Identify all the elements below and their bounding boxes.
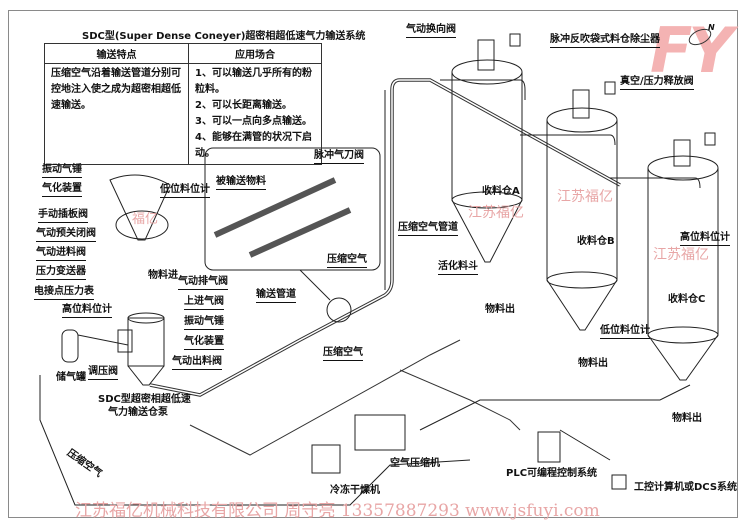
label-material-out-a: 物料出 bbox=[485, 304, 515, 315]
conveying-pipe-inner bbox=[149, 79, 621, 396]
label-conveying-pipe: 输送管道 bbox=[256, 289, 296, 303]
label-compressed-air: 压缩空气 bbox=[323, 347, 363, 361]
air-loop bbox=[39, 334, 471, 506]
label-pneumatic-feed-valve: 气动进料阀 bbox=[36, 247, 86, 261]
spec-col-features: 输送特点 bbox=[43, 43, 190, 64]
spec-table: 输送特点 应用场合 压缩空气沿着输送管道分别可控地注入使之成为超密相超低速输送。… bbox=[43, 43, 322, 165]
spec-features-text: 压缩空气沿着输送管道分别可控地注入使之成为超密相超低速输送。 bbox=[43, 63, 190, 165]
application-item: 4、能够在满管的状况下启动。 bbox=[195, 132, 312, 159]
label-silo-high-level-meter: 高位料位计 bbox=[680, 232, 730, 246]
label-pneumatic-shutoff: 气动预关闭阀 bbox=[36, 228, 96, 242]
label-low-level-meter: 低位料位计 bbox=[160, 184, 210, 198]
label-manual-gate-valve: 手动插板阀 bbox=[38, 209, 88, 223]
label-aeration-device: 气化装置 bbox=[42, 183, 82, 197]
label-material-out-c: 物料出 bbox=[672, 413, 702, 424]
label-silo-low-level-meter: 低位料位计 bbox=[600, 325, 650, 339]
spec-title: SDC型(Super Dense Coneyer)超密相超低速气力输送系统 bbox=[82, 31, 366, 42]
label-high-level-meter: 高位料位计 bbox=[62, 304, 112, 318]
signal-arrow bbox=[419, 384, 691, 431]
label-upper-air-valve: 上进气阀 bbox=[184, 296, 224, 310]
label-dust-collector: 脉冲反吹袋式料仓除尘器 bbox=[550, 34, 660, 48]
label-dryer: 冷冻干燥机 bbox=[330, 485, 380, 496]
label-pressure-transmitter: 压力变送器 bbox=[36, 266, 86, 280]
dcs-drawing bbox=[611, 474, 627, 490]
watermark-silo-c: 江苏福亿 bbox=[653, 247, 709, 263]
spec-applications: 1、可以输送几乎所有的粉粒料。 2、可以长距离输送。 3、可以一点向多点输送。 … bbox=[188, 63, 322, 165]
dryer-drawing bbox=[311, 444, 341, 474]
spec-col-applications: 应用场合 bbox=[188, 43, 322, 64]
label-pump-name-line2: 气力输送仓泵 bbox=[108, 407, 168, 418]
watermark-footer: 江苏福亿机械科技有限公司 周守亮 13357887293 www.jsfuyi.… bbox=[75, 501, 600, 521]
label-silo-c: 收料仓C bbox=[668, 294, 706, 305]
watermark-silo-a: 江苏福亿 bbox=[468, 205, 524, 221]
silo-c-drawing bbox=[647, 132, 719, 381]
brand-logo: FY bbox=[650, 14, 733, 87]
label-inset-compressed-air: 压缩空气 bbox=[327, 254, 367, 268]
compass-north-label: N bbox=[708, 23, 715, 32]
label-pulse-valve: 脉冲气刀阀 bbox=[314, 150, 364, 164]
label-vibrator-hammer-2: 振动气锤 bbox=[184, 316, 224, 330]
branch-pipe-a bbox=[440, 79, 526, 100]
pump-vessel-drawing bbox=[117, 312, 165, 386]
label-compressed-air-pipe: 压缩空气管道 bbox=[398, 222, 458, 236]
inset-box bbox=[204, 147, 381, 271]
label-inset-material: 被输送物料 bbox=[216, 176, 266, 190]
air-supply-arrow-1 bbox=[189, 339, 461, 456]
label-exhaust-valve: 气动排气阀 bbox=[178, 276, 228, 290]
branch-pipe-b bbox=[520, 134, 616, 146]
label-silo-a: 收料仓A bbox=[482, 186, 520, 197]
label-material-out-b: 物料出 bbox=[578, 358, 608, 369]
label-plc: PLC可编程控制系统 bbox=[506, 468, 598, 479]
label-air-tank: 储气罐 bbox=[56, 372, 86, 383]
air-compressor-drawing bbox=[354, 414, 406, 451]
application-item: 3、可以一点向多点输送。 bbox=[195, 116, 312, 127]
label-air-compressor: 空气压缩机 bbox=[390, 458, 440, 469]
plc-drawing bbox=[537, 431, 561, 463]
plc-arrow bbox=[559, 429, 611, 461]
label-silo-b: 收料仓B bbox=[577, 236, 615, 247]
label-contact-pressure-gauge: 电接点压力表 bbox=[34, 286, 94, 300]
label-diverter-valve: 气动换向阀 bbox=[406, 24, 456, 38]
label-pump-name-line1: SDC型超密相超低速 bbox=[98, 394, 191, 405]
watermark-fuyi: 福亿 bbox=[132, 212, 159, 227]
label-relief-valve: 真空/压力释放阀 bbox=[620, 76, 694, 90]
watermark-silo-b: 江苏福亿 bbox=[557, 189, 613, 205]
branch-pipe-c bbox=[610, 177, 701, 189]
air-supply-arrow-2 bbox=[399, 369, 521, 431]
label-dcs: 工控计算机或DCS系统 bbox=[634, 482, 738, 493]
diagram-frame bbox=[8, 10, 738, 518]
application-item: 1、可以输送几乎所有的粉粒料。 bbox=[195, 68, 312, 95]
label-aeration-device-2: 气化装置 bbox=[184, 336, 224, 350]
label-material-in: 物料进 bbox=[148, 270, 178, 281]
label-regulator: 调压阀 bbox=[88, 366, 118, 380]
label-discharge-valve: 气动出料阀 bbox=[172, 356, 222, 370]
silo-b-drawing bbox=[546, 81, 618, 331]
feed-hopper-drawing bbox=[109, 174, 171, 241]
silo-a-drawing bbox=[451, 33, 523, 263]
air-tank-drawing bbox=[61, 329, 79, 363]
label-vibrator-hammer: 振动气锤 bbox=[42, 164, 82, 178]
application-item: 2、可以长距离输送。 bbox=[195, 100, 292, 111]
label-activation-hopper: 活化料斗 bbox=[438, 261, 478, 275]
